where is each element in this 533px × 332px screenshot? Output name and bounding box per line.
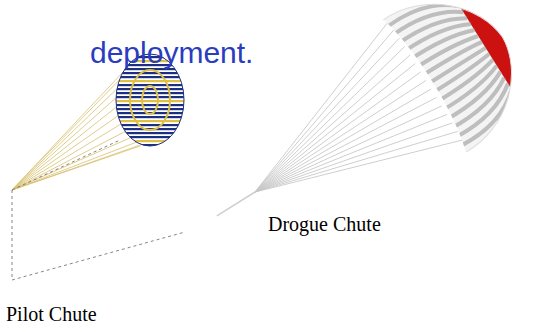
suspension-line [12,139,145,190]
suspension-line [12,144,143,190]
canopy-outline [383,0,533,152]
suspension-line [237,55,428,192]
suspension-line [255,84,452,231]
slide-heading: deployment. [90,36,253,69]
riser [217,192,255,216]
suspension-line [255,84,458,240]
part-name: Pilot Chute [6,303,97,325]
suspension-line [226,38,428,192]
guide-line [12,232,185,280]
suspension-line [255,84,463,248]
suspension-line [248,72,428,192]
suspension-line [253,81,428,192]
suspension-line [12,146,140,190]
suspension-line [255,84,442,214]
part-name: Drogue Chute [268,213,381,235]
guide-line [12,190,13,280]
suspension-line [242,64,428,192]
suspension-line [232,47,428,192]
suspension-line [12,130,148,190]
pilot-chute-figure [12,50,190,280]
guide-line [12,140,120,190]
suspension-line [255,84,436,206]
suspension-line [255,84,447,223]
